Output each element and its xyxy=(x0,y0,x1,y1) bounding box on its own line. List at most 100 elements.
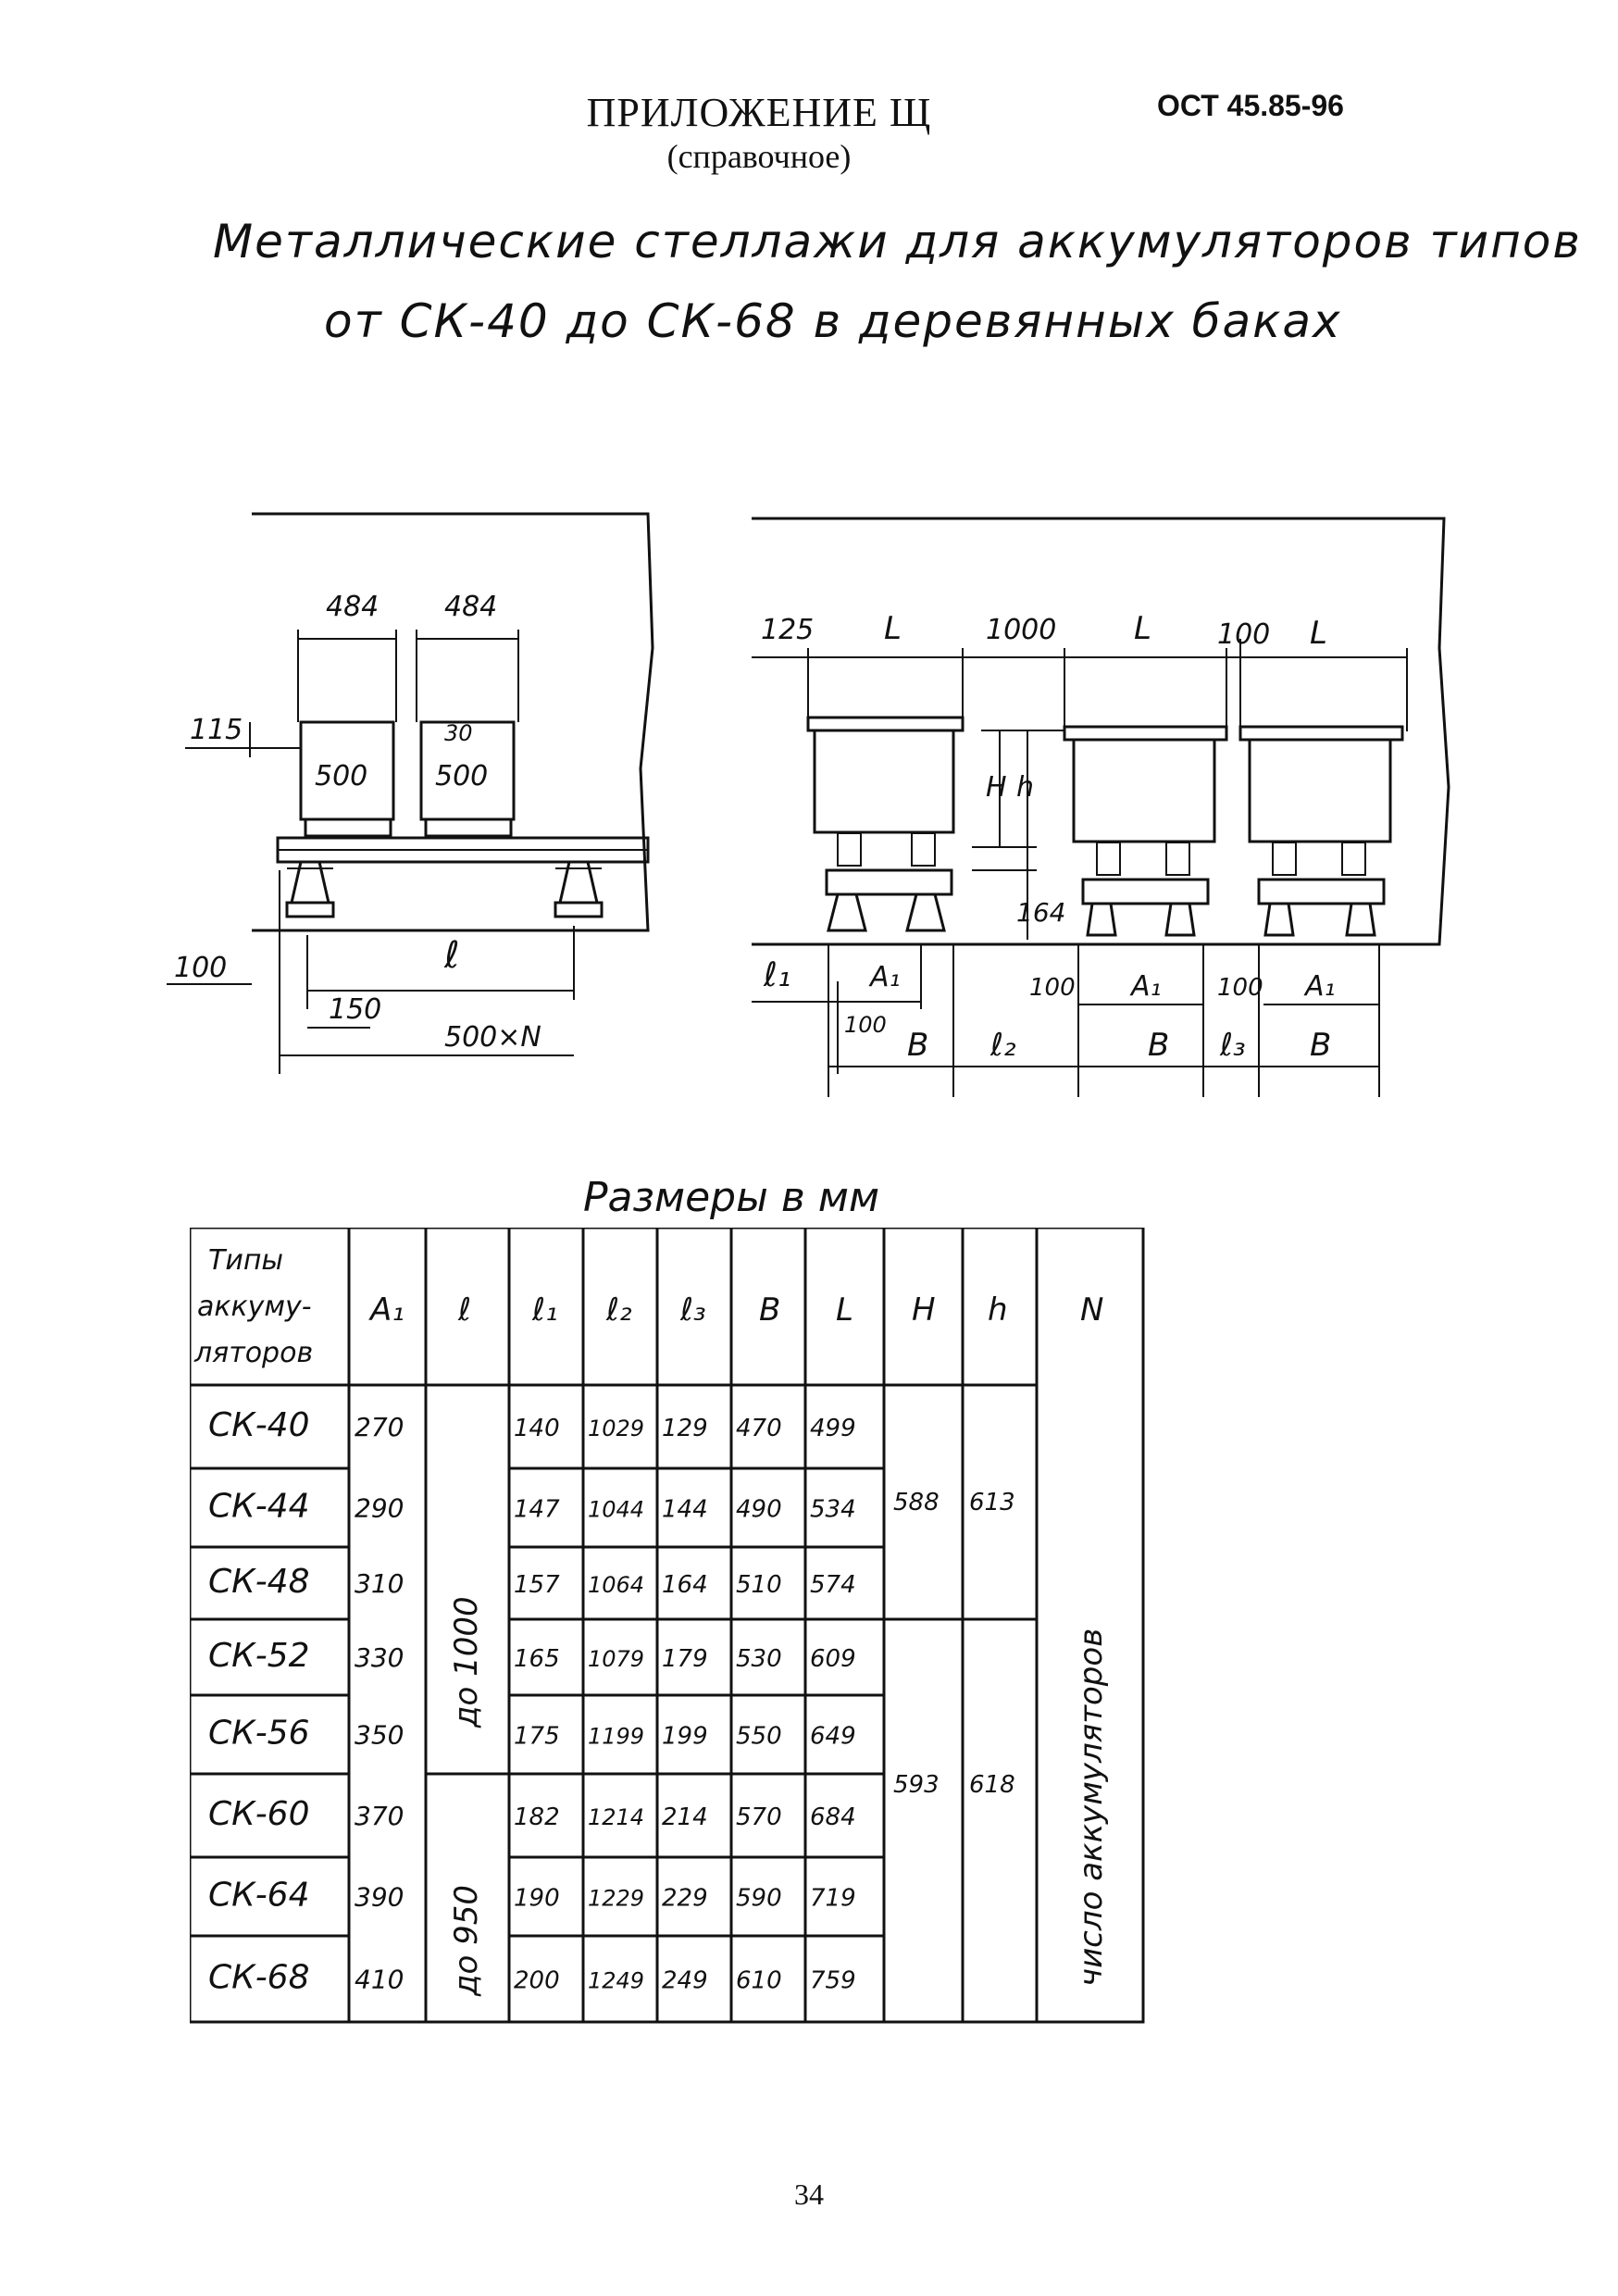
cell-b: 590 xyxy=(736,1885,782,1913)
cell-l3: 144 xyxy=(662,1496,708,1524)
dim-115: 115 xyxy=(190,714,243,746)
cell-l3: 214 xyxy=(662,1803,708,1831)
cell-l3: 199 xyxy=(662,1723,708,1751)
appendix-title: ПРИЛОЖЕНИЕ Щ xyxy=(586,90,932,135)
dimensions-table: Типы аккуму- ляторов A₁ ℓ ℓ₁ ℓ₂ ℓ₃ В L H… xyxy=(190,1228,1145,2024)
dim-100-c: 100 xyxy=(1217,974,1263,1002)
cell-l1: 140 xyxy=(514,1415,560,1442)
header-h: h xyxy=(988,1292,1008,1329)
left-frame xyxy=(252,512,654,932)
N-note: число аккумуляторов xyxy=(1073,1628,1110,1987)
cell-l2: 1199 xyxy=(588,1724,644,1750)
battery-tank-3 xyxy=(1238,725,1404,742)
cell-a1: 310 xyxy=(355,1568,404,1599)
dim-A1-3: A₁ xyxy=(1303,970,1336,1003)
header-L: L xyxy=(836,1292,853,1329)
dim-A1-2: A₁ xyxy=(1129,970,1162,1003)
cell-a1: 290 xyxy=(355,1493,404,1524)
dim-484-1: 484 xyxy=(326,591,379,623)
header-l1: ℓ₁ xyxy=(531,1292,558,1329)
right-view xyxy=(752,517,1450,1097)
dim-l: ℓ xyxy=(443,934,460,977)
cell-b: 490 xyxy=(736,1496,782,1524)
cell-l1: 175 xyxy=(514,1723,560,1751)
dim-B-2: В xyxy=(1148,1027,1169,1064)
cell-l: 609 xyxy=(810,1645,856,1673)
dim-l2: ℓ₂ xyxy=(989,1027,1016,1064)
cell-l1: 182 xyxy=(514,1803,560,1831)
page-number: 34 xyxy=(794,2177,824,2211)
header-l2: ℓ₂ xyxy=(605,1292,632,1329)
dim-100-a: 100 xyxy=(844,1012,887,1038)
dim-B-3: В xyxy=(1310,1027,1331,1064)
header-type-line-1: Типы xyxy=(208,1244,283,1277)
cell-b: 610 xyxy=(736,1967,782,1995)
h-group-2: 618 xyxy=(969,1771,1015,1799)
cell-l3: 249 xyxy=(662,1967,708,1995)
cell-l: 499 xyxy=(810,1415,856,1442)
left-view xyxy=(167,512,654,1074)
cell-l1: 165 xyxy=(514,1645,560,1673)
header-H: H xyxy=(912,1292,936,1329)
h-group-1: 613 xyxy=(969,1489,1015,1516)
rack-drawing: 484 484 115 30 500 500 100 ℓ 150 500×N 1… xyxy=(167,512,1450,1097)
cell-a1: 390 xyxy=(355,1882,404,1913)
dim-164: 164 xyxy=(1016,897,1065,928)
cell-b: 570 xyxy=(736,1803,782,1831)
l-group-1000: до 1000 xyxy=(448,1596,485,1728)
cell-type: СК-44 xyxy=(208,1488,310,1526)
cell-l2: 1214 xyxy=(588,1804,644,1830)
cell-a1: 370 xyxy=(355,1801,404,1831)
cell-l2: 1044 xyxy=(588,1497,644,1523)
header-B: В xyxy=(759,1292,780,1329)
cell-l3: 129 xyxy=(662,1415,708,1442)
cell-l3: 164 xyxy=(662,1571,708,1599)
cell-type: СК-48 xyxy=(208,1563,310,1601)
cell-l2: 1229 xyxy=(588,1886,644,1912)
header-A1: A₁ xyxy=(368,1292,404,1329)
header-l: ℓ xyxy=(457,1292,471,1329)
dim-100-top: 100 xyxy=(1217,618,1270,651)
cell-a1: 270 xyxy=(355,1412,404,1442)
cell-l1: 190 xyxy=(514,1885,560,1913)
H-group-2: 593 xyxy=(893,1771,940,1799)
H-group-1: 588 xyxy=(893,1489,940,1516)
dim-100-b: 100 xyxy=(1029,974,1076,1002)
cell-l1: 200 xyxy=(514,1967,560,1995)
cell-l3: 229 xyxy=(662,1885,708,1913)
document-code: ОСТ 45.85-96 xyxy=(1157,89,1344,122)
heading-line-1: Металлические стеллажи для аккумуляторов… xyxy=(213,215,1582,268)
dim-1000: 1000 xyxy=(986,614,1056,646)
cell-l2: 1249 xyxy=(588,1968,644,1994)
units-caption: Размеры в мм xyxy=(583,1174,880,1221)
dim-L-3: L xyxy=(1310,615,1327,652)
dim-h: h xyxy=(1016,771,1034,804)
dim-B-1: В xyxy=(907,1027,928,1064)
cell-type: СК-68 xyxy=(208,1959,310,1997)
dim-H: H xyxy=(986,771,1007,804)
appendix-note: (справочное) xyxy=(666,138,852,175)
header-type-line-2: аккуму- xyxy=(197,1291,312,1323)
cell-type: СК-64 xyxy=(208,1877,310,1915)
dim-30: 30 xyxy=(444,720,473,746)
cell-l: 534 xyxy=(810,1496,856,1524)
cell-type: СК-52 xyxy=(208,1637,310,1675)
cell-l3: 179 xyxy=(662,1645,708,1673)
dim-A1-1: A₁ xyxy=(868,961,901,993)
cell-b: 530 xyxy=(736,1645,782,1673)
cell-a1: 350 xyxy=(355,1720,404,1751)
dim-100-left: 100 xyxy=(174,952,227,984)
header-N: N xyxy=(1080,1292,1103,1329)
battery-tank-2 xyxy=(1063,725,1228,742)
cell-b: 510 xyxy=(736,1571,782,1599)
cell-a1: 330 xyxy=(355,1642,404,1673)
l-group-950: до 950 xyxy=(448,1885,485,1997)
cell-l: 759 xyxy=(810,1967,856,1995)
cell-type: СК-56 xyxy=(208,1715,310,1753)
dim-L-1: L xyxy=(884,610,902,647)
cell-l: 574 xyxy=(810,1571,856,1599)
cell-l: 649 xyxy=(810,1723,856,1751)
cell-l2: 1029 xyxy=(588,1416,644,1441)
cell-l2: 1079 xyxy=(588,1646,644,1672)
cell-type: СК-60 xyxy=(208,1795,310,1833)
